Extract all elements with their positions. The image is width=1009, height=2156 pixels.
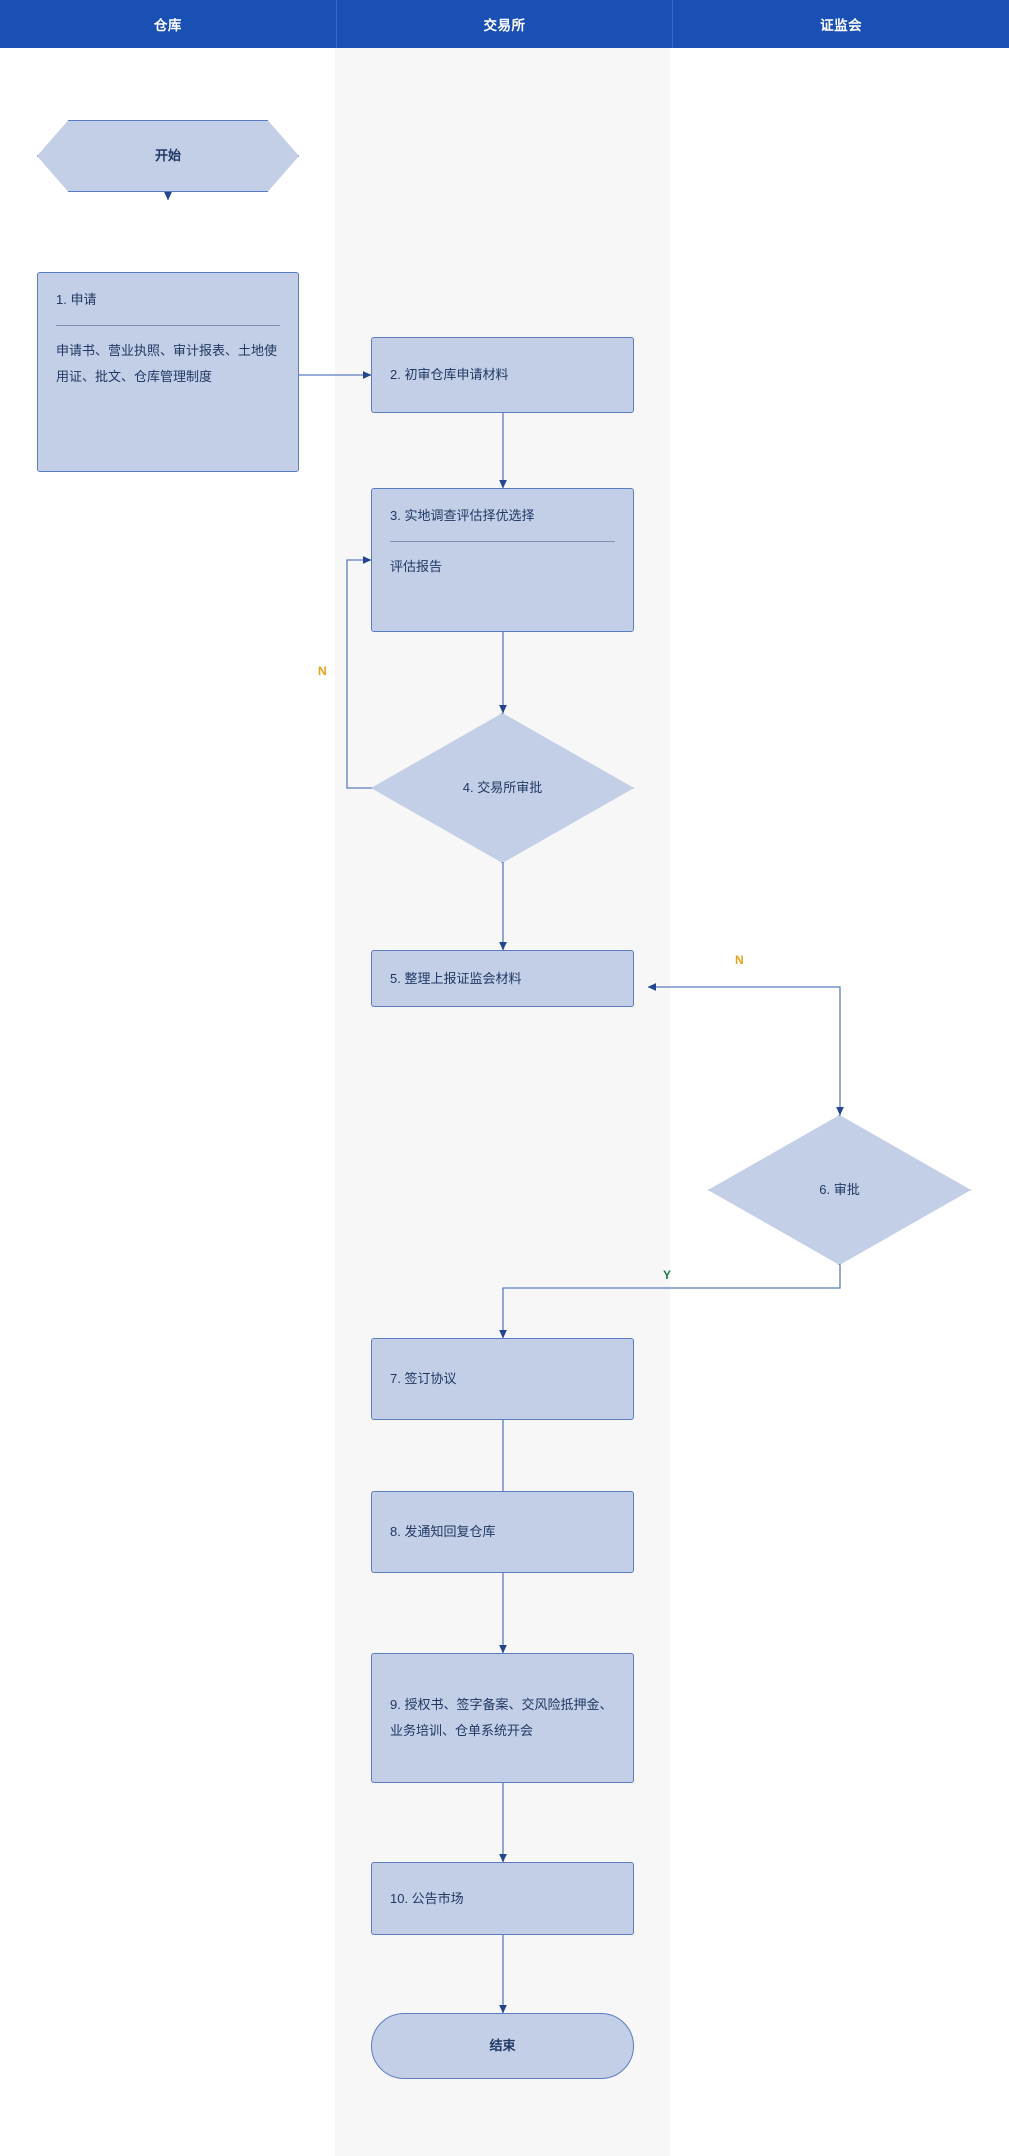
- node-end[interactable]: 结束: [371, 2013, 634, 2079]
- node-9-authorization-tasks[interactable]: 9. 授权书、签字备案、交风险抵押金、业务培训、仓单系统开会: [371, 1653, 634, 1783]
- edge-label-6-yes: Y: [663, 1268, 672, 1282]
- node-start-label: 开始: [154, 148, 181, 163]
- node-7-sign-agreement[interactable]: 7. 签订协议: [371, 1338, 634, 1420]
- lane-header-exchange: 交易所: [335, 0, 673, 48]
- node-6-title: 6. 审批: [819, 1182, 860, 1197]
- node-10-title: 10. 公告市场: [390, 1890, 464, 1906]
- node-3-body: 评估报告: [390, 559, 443, 574]
- node-5-compile-submission[interactable]: 5. 整理上报证监会材料: [371, 950, 634, 1007]
- node-1-body: 申请书、营业执照、审计报表、土地使用证、批文、仓库管理制度: [56, 343, 278, 384]
- node-1-application[interactable]: 1. 申请 申请书、营业执照、审计报表、土地使用证、批文、仓库管理制度: [37, 272, 299, 472]
- node-3-divider: [390, 541, 615, 542]
- node-end-label: 结束: [489, 2038, 516, 2053]
- node-start[interactable]: 开始: [37, 120, 299, 192]
- node-3-title: 3. 实地调查评估择优选择: [390, 508, 535, 523]
- edge-label-4-no: N: [318, 664, 327, 678]
- node-2-title: 2. 初审仓库申请材料: [390, 367, 509, 382]
- node-4-title: 4. 交易所审批: [462, 780, 543, 795]
- swimlane-header: 仓库 交易所 证监会: [0, 0, 1009, 48]
- lane-background-csrc: [670, 48, 1009, 2156]
- node-1-divider: [56, 325, 280, 326]
- node-1-title: 1. 申请: [56, 292, 97, 307]
- lane-header-csrc: 证监会: [672, 0, 1009, 48]
- node-8-send-notice[interactable]: 8. 发通知回复仓库: [371, 1491, 634, 1573]
- node-7-title: 7. 签订协议: [390, 1371, 457, 1386]
- edge-label-6-no: N: [735, 953, 744, 967]
- node-8-title: 8. 发通知回复仓库: [390, 1524, 496, 1539]
- node-2-preliminary-review[interactable]: 2. 初审仓库申请材料: [371, 337, 634, 413]
- node-10-announce-market[interactable]: 10. 公告市场: [371, 1862, 634, 1935]
- node-9-title: 9. 授权书、签字备案、交风险抵押金、业务培训、仓单系统开会: [390, 1697, 613, 1738]
- node-5-title: 5. 整理上报证监会材料: [390, 970, 522, 986]
- lane-header-warehouse: 仓库: [153, 18, 182, 33]
- node-3-site-investigation[interactable]: 3. 实地调查评估择优选择 评估报告: [371, 488, 634, 632]
